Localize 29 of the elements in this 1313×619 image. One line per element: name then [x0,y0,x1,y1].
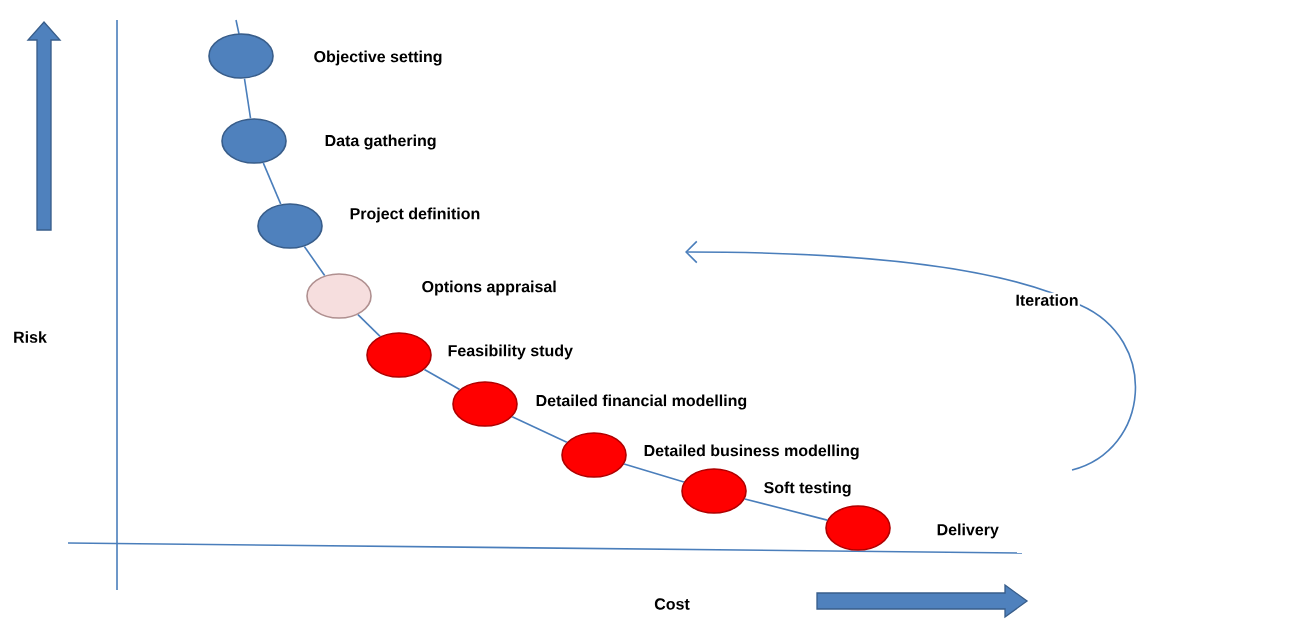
step-label: Objective setting [314,50,442,66]
ellipse-marker [306,273,372,319]
curve-line [511,415,568,444]
ellipse-marker [257,203,323,249]
curve-line [623,463,685,483]
axis-label: Risk [14,331,47,343]
step-label: Project definition [350,207,480,223]
step-label: Detailed business modelling [644,444,859,460]
step-label: Data gathering [325,134,436,150]
ellipse-marker [221,118,287,164]
step-label: Delivery [937,523,999,539]
ellipse-marker [366,332,432,378]
axis-label: Cost [654,598,690,610]
ellipse-marker [561,432,627,478]
curve-line [743,498,829,521]
ellipse-marker [452,381,518,427]
curve-line [262,162,282,205]
curve-line [243,77,252,120]
arrow-label: Iteration [1016,294,1078,306]
ellipse-marker [825,505,891,551]
ellipse-marker [208,33,274,79]
step-label: Feasibility study [448,344,573,360]
curve-line [303,245,326,277]
ellipse-marker [681,468,747,514]
step-label: Soft testing [764,481,851,497]
curve-line [423,368,461,391]
step-label: Detailed financial modelling [536,394,747,410]
curve-line [357,313,381,338]
step-label: Options appraisal [422,280,556,296]
